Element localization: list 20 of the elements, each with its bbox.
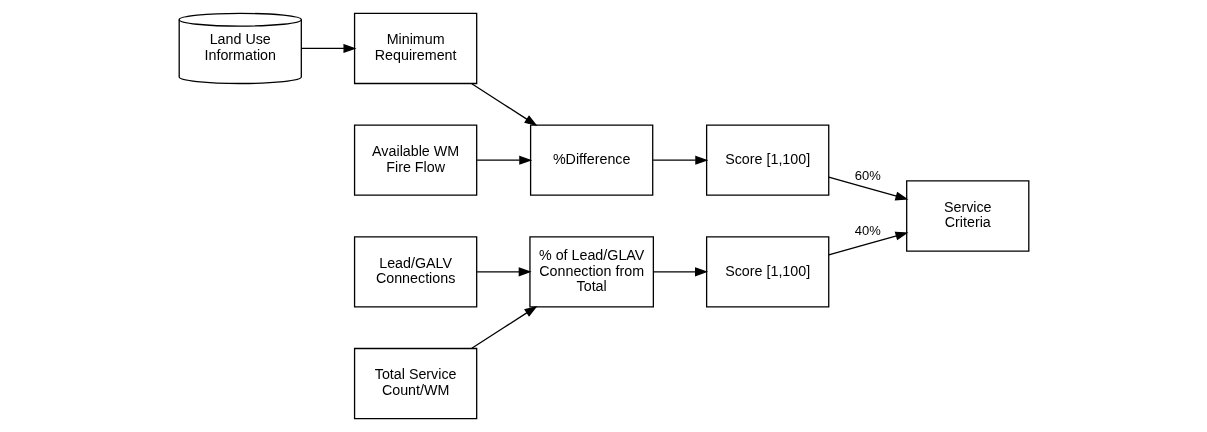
- arrow: [470, 83, 537, 127]
- arrow: [827, 176, 908, 201]
- arrow: [470, 305, 537, 349]
- node-box: Lead/GALV Connections: [353, 236, 477, 308]
- node-box: Service Criteria: [905, 180, 1029, 252]
- node-box: % of Lead/GLAV Connection from Total: [528, 236, 654, 308]
- arrow: [475, 155, 532, 165]
- edge-label: 60%: [854, 167, 881, 183]
- arrow: [475, 267, 532, 277]
- arrow: [827, 231, 908, 256]
- node-box: %Difference: [529, 124, 653, 196]
- node-box: Available WM Fire Flow: [353, 124, 477, 196]
- arrow: [300, 43, 356, 53]
- arrow: [652, 267, 708, 277]
- node-box: Score [1,100]: [705, 124, 829, 196]
- node-box: Score [1,100]: [705, 236, 829, 308]
- edge-label: 40%: [854, 223, 881, 239]
- node-box: Total Service Count/WM: [353, 347, 477, 420]
- node-box: Minimum Requirement: [353, 12, 477, 85]
- arrow: [652, 155, 708, 165]
